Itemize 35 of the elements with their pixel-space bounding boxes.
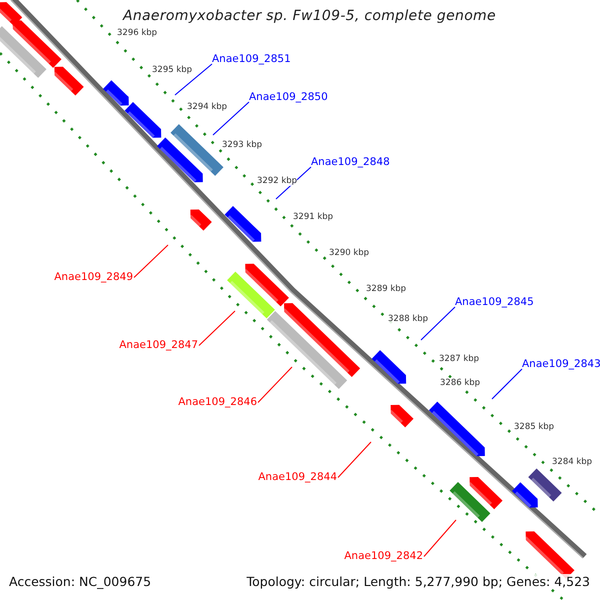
scale-label: 3290 kbp bbox=[329, 248, 370, 258]
gene-label: Anae109_2851 bbox=[212, 53, 291, 66]
leader-line bbox=[258, 366, 292, 403]
gene-label: Anae109_2842 bbox=[344, 550, 423, 563]
scale-label: 3286 kbp bbox=[440, 378, 480, 388]
gene-label: Anae109_2850 bbox=[249, 91, 328, 104]
scale-label: 3295 kbp bbox=[152, 65, 192, 75]
scale-label: 3293 kbp bbox=[222, 140, 262, 150]
gene-label: Anae109_2843 bbox=[522, 358, 600, 371]
diagram-title: Anaeromyxobacter sp. Fw109-5, complete genome bbox=[123, 8, 496, 24]
scale-label: 3291 kbp bbox=[293, 212, 334, 222]
leader-line bbox=[134, 244, 168, 278]
leader-line bbox=[276, 166, 312, 200]
gene-label: Anae109_2848 bbox=[311, 156, 390, 169]
gene-label: Anae109_2846 bbox=[178, 396, 257, 409]
scale-label: 3292 kbp bbox=[257, 176, 298, 186]
accession-text: Accession: NC_009675 bbox=[9, 574, 152, 589]
scale-label: 3288 kbp bbox=[388, 314, 428, 324]
leader-line bbox=[174, 64, 212, 96]
scale-label: 3289 kbp bbox=[366, 284, 406, 294]
scale-label: 3284 kbp bbox=[552, 457, 592, 467]
gene-label: Anae109_2847 bbox=[119, 339, 198, 352]
leader-line bbox=[424, 520, 456, 557]
gene-label: Anae109_2849 bbox=[54, 271, 133, 284]
leader-line bbox=[212, 102, 250, 136]
leader-line bbox=[492, 368, 522, 400]
scale-label: 3296 kbp bbox=[117, 28, 158, 38]
leader-line bbox=[198, 310, 236, 346]
gene-label: Anae109_2845 bbox=[455, 296, 534, 309]
leader-line bbox=[338, 442, 372, 478]
scale-label: 3285 kbp bbox=[514, 422, 554, 432]
leader-line bbox=[420, 306, 456, 340]
gene-label: Anae109_2844 bbox=[258, 471, 337, 484]
scale-label: 3287 kbp bbox=[439, 354, 480, 364]
scale-label: 3294 kbp bbox=[187, 102, 228, 112]
